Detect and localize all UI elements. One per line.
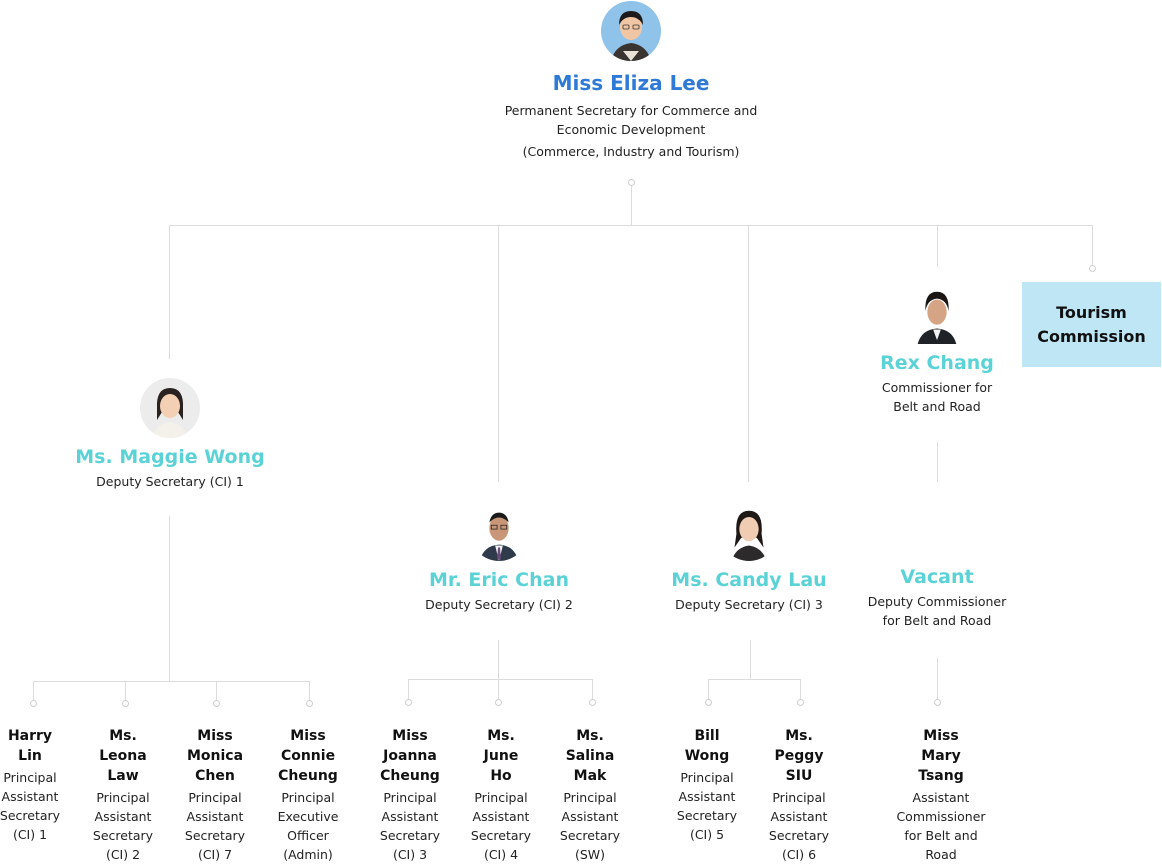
subordinate-title: Principal Assistant Secretary (CI) 6	[768, 790, 830, 862]
subordinate-10: Miss Mary Tsang Assistant Commissioner f…	[886, 726, 996, 864]
subordinate-title: Principal Assistant Secretary (CI) 3	[379, 790, 441, 862]
deputy-node-2: Mr. Eric Chan Deputy Secretary (CI) 2	[369, 503, 629, 614]
commissioner-title: Commissioner for Belt and Road	[881, 380, 993, 414]
top-name: Miss Eliza Lee	[552, 71, 710, 95]
deputy-title-3: Deputy Secretary (CI) 3	[675, 597, 823, 612]
tourism-commission-box: Tourism Commission	[1022, 282, 1161, 367]
avatar-candy-lau	[720, 503, 778, 561]
avatar-maggie-wong	[140, 378, 200, 438]
avatar-eric-chan	[470, 503, 528, 561]
subordinate-name: Miss Connie Cheung	[278, 728, 338, 784]
tourism-line-1: Tourism	[1056, 302, 1127, 322]
subordinate-title: Principal Assistant Secretary (CI) 1	[0, 770, 61, 842]
top-node: Miss Eliza Lee Permanent Secretary for C…	[481, 1, 781, 161]
subordinate-title: Principal Assistant Secretary (CI) 4	[470, 790, 532, 862]
avatar-rex-chang	[908, 286, 966, 344]
subordinate-6: Ms. June Ho Principal Assistant Secretar…	[461, 726, 541, 864]
subordinate-9: Ms. Peggy SIU Principal Assistant Secret…	[759, 726, 839, 864]
subordinate-5: Miss Joanna Cheung Principal Assistant S…	[367, 726, 453, 864]
deputy-node-3: Ms. Candy Lau Deputy Secretary (CI) 3	[619, 503, 879, 614]
deputy-commissioner-name: Vacant	[900, 566, 974, 588]
subordinate-8: Bill Wong Principal Assistant Secretary …	[667, 726, 747, 844]
subordinate-name: Harry Lin	[7, 728, 53, 764]
subordinate-name: Miss Mary Tsang	[918, 728, 964, 784]
deputy-commissioner-title: Deputy Commissioner for Belt and Road	[867, 594, 1007, 628]
subordinate-7: Ms. Salina Mak Principal Assistant Secre…	[550, 726, 630, 864]
subordinate-title: Principal Executive Officer (Admin)	[277, 790, 339, 862]
commissioner-node: Rex Chang Commissioner for Belt and Road	[837, 286, 1037, 416]
subordinate-title: Principal Assistant Secretary (CI) 7	[184, 790, 246, 862]
deputy-title-2: Deputy Secretary (CI) 2	[425, 597, 573, 612]
avatar-eliza-lee	[601, 1, 661, 61]
tourism-line-2: Commission	[1037, 326, 1146, 346]
subordinate-name: Ms. June Ho	[483, 728, 519, 784]
deputy-name-3: Ms. Candy Lau	[671, 569, 827, 591]
subordinate-4: Miss Connie Cheung Principal Executive O…	[266, 726, 350, 864]
subordinate-title: Principal Assistant Secretary (SW)	[559, 790, 621, 862]
deputy-title-1: Deputy Secretary (CI) 1	[96, 474, 244, 489]
deputy-name-2: Mr. Eric Chan	[429, 569, 569, 591]
top-title: Permanent Secretary for Commerce and Eco…	[504, 103, 758, 159]
subordinate-title: Principal Assistant Secretary (CI) 5	[676, 770, 738, 842]
subordinate-name: Miss Monica Chen	[186, 728, 244, 784]
subordinate-name: Ms. Leona Law	[99, 728, 147, 784]
subordinate-3: Miss Monica Chen Principal Assistant Sec…	[175, 726, 255, 864]
subordinate-name: Miss Joanna Cheung	[380, 728, 440, 784]
deputy-name-1: Ms. Maggie Wong	[75, 446, 265, 468]
subordinate-name: Ms. Salina Mak	[565, 728, 615, 784]
commissioner-name: Rex Chang	[880, 352, 994, 374]
subordinate-name: Ms. Peggy SIU	[774, 728, 824, 784]
subordinate-title: Assistant Commissioner for Belt and Road	[896, 790, 986, 862]
deputy-commissioner-node: Vacant Deputy Commissioner for Belt and …	[837, 566, 1037, 630]
subordinate-2: Ms. Leona Law Principal Assistant Secret…	[83, 726, 163, 864]
subordinate-1: Harry Lin Principal Assistant Secretary …	[0, 726, 70, 844]
subordinate-title: Principal Assistant Secretary (CI) 2	[92, 790, 154, 862]
subordinate-name: Bill Wong	[684, 728, 730, 764]
deputy-node-1: Ms. Maggie Wong Deputy Secretary (CI) 1	[40, 378, 300, 491]
